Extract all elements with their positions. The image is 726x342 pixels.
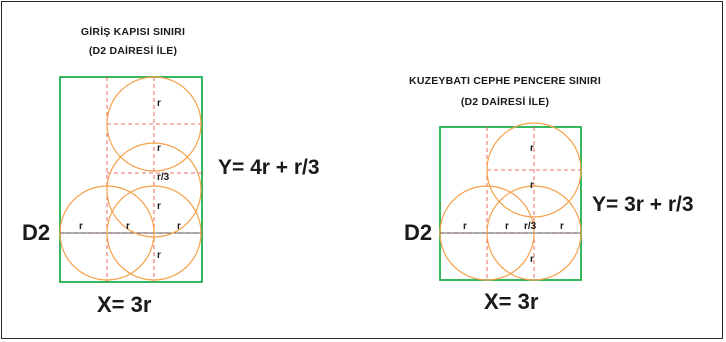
left-y-formula: Y= 4r + r/3 [218, 156, 320, 179]
right-r-label: r [530, 180, 534, 191]
right-x-formula: X= 3r [484, 289, 539, 314]
right-r-label: r [463, 221, 467, 232]
left-circle-bottom-right [106, 185, 202, 281]
left-diagram [59, 76, 203, 283]
right-r-label: r [530, 143, 534, 154]
left-r-label: r [157, 201, 161, 212]
right-d2-label: D2 [404, 220, 433, 245]
left-r-label: r [79, 221, 83, 232]
right-r3-label: r/3 [524, 221, 537, 232]
left-x-formula: X= 3r [97, 292, 152, 317]
left-r3-label: r/3 [157, 172, 170, 183]
right-r-label: r [505, 221, 509, 232]
right-circle-bottom-right [486, 185, 582, 281]
right-circle-top [486, 122, 582, 218]
right-y-formula: Y= 3r + r/3 [592, 193, 694, 216]
left-boundary-rect [59, 76, 203, 283]
left-r-label: r [157, 98, 161, 109]
left-r-label: r [157, 250, 161, 261]
left-r-label: r [177, 221, 181, 232]
left-r-label: r [157, 143, 161, 154]
left-title-line2: (D2 DAİRESİ İLE) [88, 45, 178, 57]
right-r-label: r [530, 254, 534, 265]
right-diagram [439, 122, 582, 281]
right-circle-bottom-left [439, 185, 535, 281]
left-d2-label: D2 [22, 220, 51, 245]
right-boundary-rect [439, 126, 582, 281]
right-title-line1: KUZEYBATI CEPHE PENCERE SINIRI [409, 75, 601, 87]
left-title-line1: GİRİŞ KAPISI SINIRI [80, 26, 186, 38]
left-circle-bottom-left [59, 185, 155, 281]
right-r-label: r [560, 221, 564, 232]
right-title-line2: (D2 DAİRESİ İLE) [460, 96, 550, 108]
left-r-label: r [126, 221, 130, 232]
left-circle-top [106, 76, 202, 172]
